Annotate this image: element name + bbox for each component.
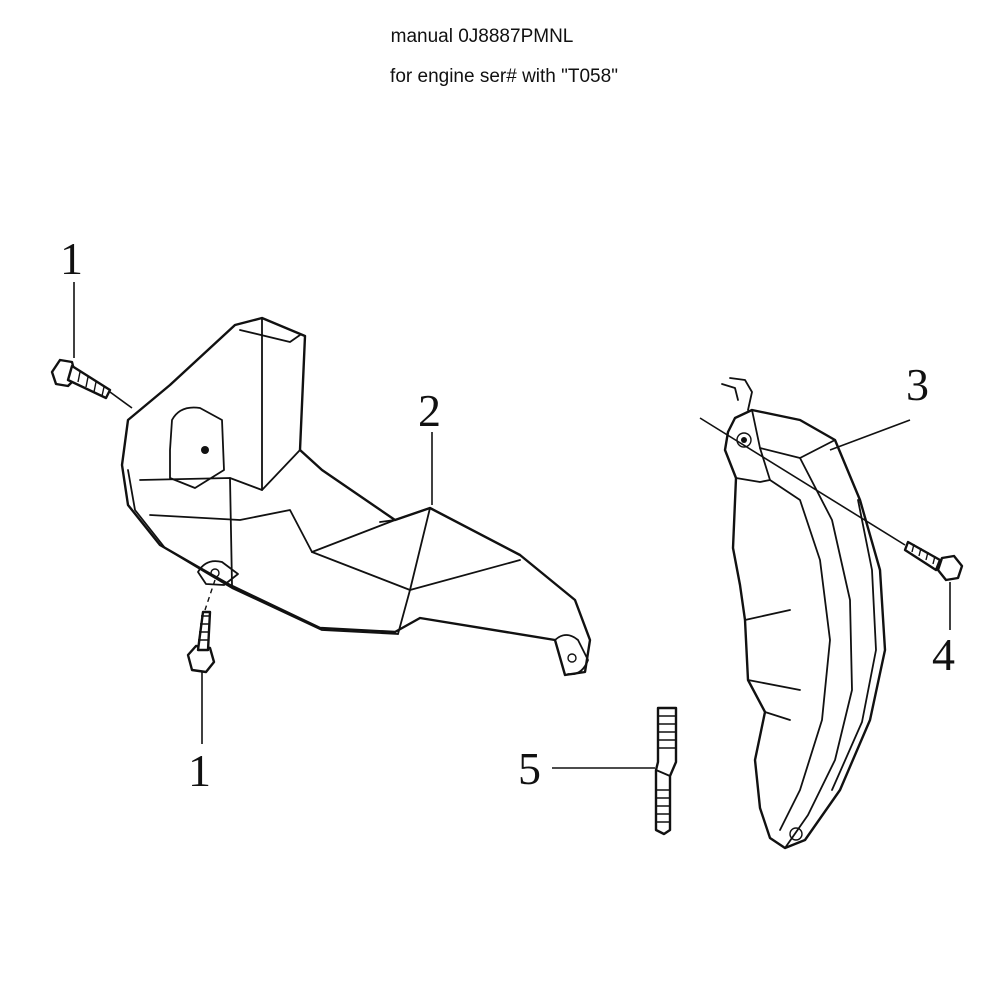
part-1-bolt-upper (50, 358, 112, 400)
callout-1-lower: 1 (188, 745, 211, 796)
callout-2: 2 (418, 385, 441, 436)
page-title: manual 0J8887PMNL (390, 26, 574, 47)
part-4-bolt-right (903, 540, 964, 582)
page-subtitle: for engine ser# with "T058" (390, 66, 618, 87)
part-5-stud (654, 706, 678, 836)
part-2-lower-shroud (120, 316, 592, 677)
part-1-bolt-lower (186, 610, 216, 674)
callout-4: 4 (932, 629, 955, 680)
leader-lines (73, 282, 951, 769)
callout-1-upper: 1 (60, 233, 83, 284)
callout-5: 5 (518, 743, 541, 794)
callout-3: 3 (906, 359, 929, 410)
part-3-curved-shroud (721, 377, 887, 850)
